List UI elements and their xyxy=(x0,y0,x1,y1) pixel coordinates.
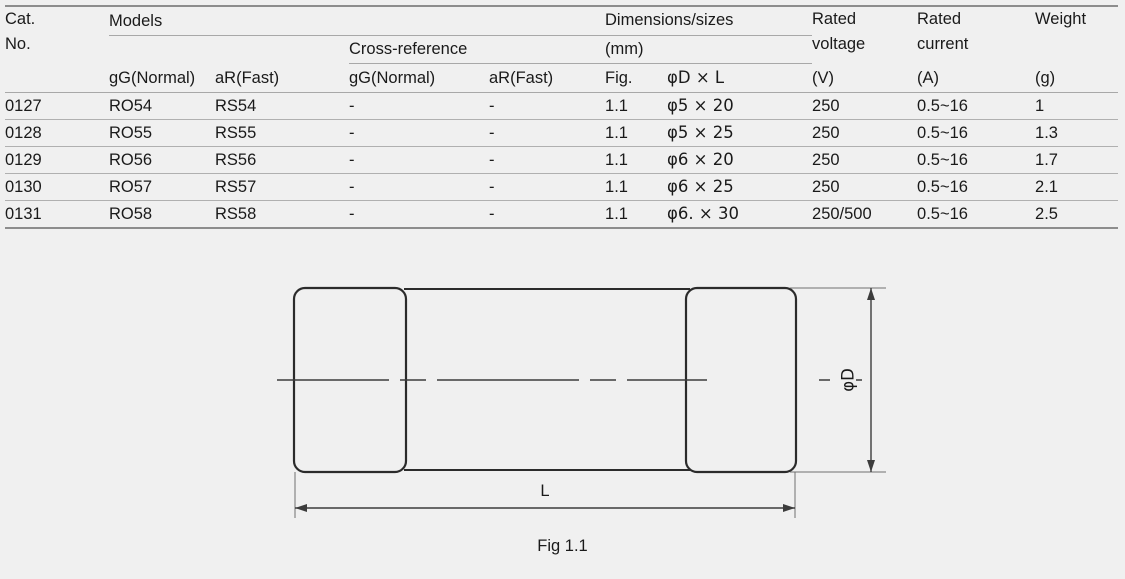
header-rated-voltage-line2: voltage xyxy=(812,34,866,53)
cell-cat-no: 0131 xyxy=(5,200,109,229)
cell-fig: 1.1 xyxy=(605,200,668,229)
header-models-group: Models xyxy=(109,6,606,36)
fuse-technical-drawing: φD L xyxy=(277,286,886,518)
header-xref-gg: gG(Normal) xyxy=(349,68,436,87)
table-row: 0129 RO56 RS56 - - 1.1 φ6 × 20 250 0.5~1… xyxy=(5,146,1119,174)
cell-models-ar: RS58 xyxy=(215,200,349,229)
header-rated-current-unit: (A) xyxy=(917,68,940,87)
table-row: 0128 RO55 RS55 - - 1.1 φ5 × 25 250 0.5~1… xyxy=(5,119,1119,147)
cell-fig: 1.1 xyxy=(605,173,668,201)
cell-dimension: φ5 × 20 xyxy=(667,92,813,120)
header-models-ar: aR(Fast) xyxy=(215,68,280,87)
cell-fig: 1.1 xyxy=(605,119,668,147)
header-weight-unit: (g) xyxy=(1035,68,1056,87)
cell-weight: 2.1 xyxy=(1035,173,1119,201)
header-rated-current: Rated current xyxy=(917,6,1035,64)
cell-weight: 1.7 xyxy=(1035,146,1119,174)
cell-cat-no: 0128 xyxy=(5,119,109,147)
header-cross-reference-group: Cross-reference xyxy=(349,35,606,64)
cell-weight: 1 xyxy=(1035,92,1119,120)
header-dimensions-line1: Dimensions/sizes xyxy=(605,11,734,30)
cell-cat-no: 0130 xyxy=(5,173,109,201)
header-rated-voltage-unit: (V) xyxy=(812,68,835,87)
cell-dimension: φ6. × 30 xyxy=(667,200,813,229)
cell-dimension: φ5 × 25 xyxy=(667,119,813,147)
length-extension-lines xyxy=(294,472,796,518)
cell-fig: 1.1 xyxy=(605,92,668,120)
table-header-row-1: Cat. No. Models Dimensions/sizes Rated v… xyxy=(5,6,1118,52)
header-dimensions-unit: (mm) xyxy=(605,35,813,64)
cell-weight: 1.3 xyxy=(1035,119,1119,147)
cell-xref-ar: - xyxy=(489,200,606,229)
fuse-drawing-figure: φD L Fig 1.1 xyxy=(0,258,1125,579)
cell-cat-no: 0129 xyxy=(5,146,109,174)
header-dim-diameter-by-length: φD × L xyxy=(667,67,725,87)
header-rated-current-line2: current xyxy=(917,34,969,53)
header-cat-no-line2: No. xyxy=(5,34,31,53)
diameter-label: φD xyxy=(839,368,858,392)
cell-rated-voltage: 250 xyxy=(812,119,918,147)
cell-models-gg: RO57 xyxy=(109,173,215,201)
cell-xref-gg: - xyxy=(349,200,489,229)
diameter-extension-lines xyxy=(790,287,886,473)
cell-fig: 1.1 xyxy=(605,146,668,174)
header-cat-no-spacer xyxy=(5,64,109,93)
cell-cat-no: 0127 xyxy=(5,92,109,120)
cell-dimension: φ6 × 20 xyxy=(667,146,813,174)
table-row: 0127 RO54 RS54 - - 1.1 φ5 × 20 250 0.5~1… xyxy=(5,92,1119,120)
header-dimensions-group: Dimensions/sizes xyxy=(605,6,813,36)
cell-rated-current: 0.5~16 xyxy=(917,173,1036,201)
cell-xref-gg: - xyxy=(349,146,489,174)
cell-rated-voltage: 250 xyxy=(812,92,918,120)
cell-xref-ar: - xyxy=(489,173,606,201)
cell-models-ar: RS57 xyxy=(215,173,349,201)
cell-weight: 2.5 xyxy=(1035,200,1119,229)
header-models-gg: gG(Normal) xyxy=(109,68,196,87)
fuse-body xyxy=(404,288,690,471)
header-cat-no: Cat. No. xyxy=(5,6,109,64)
header-models-spacer xyxy=(109,36,349,64)
cell-xref-gg: - xyxy=(349,92,489,120)
diameter-dimension-line xyxy=(867,288,875,472)
cell-rated-current: 0.5~16 xyxy=(917,200,1036,229)
cell-rated-current: 0.5~16 xyxy=(917,119,1036,147)
fuse-spec-table: Cat. No. Models Dimensions/sizes Rated v… xyxy=(5,5,1119,229)
table-header-row-3: gG(Normal) aR(Fast) gG(Normal) aR(Fast) … xyxy=(5,64,1119,93)
cell-models-gg: RO55 xyxy=(109,119,215,147)
header-cat-no-line1: Cat. xyxy=(5,10,36,28)
header-rated-current-line1: Rated xyxy=(917,10,962,28)
header-xref-ar: aR(Fast) xyxy=(489,68,554,87)
header-weight-line1: Weight xyxy=(1035,10,1087,28)
cell-models-ar: RS54 xyxy=(215,92,349,120)
cell-xref-ar: - xyxy=(489,92,606,120)
cell-models-gg: RO54 xyxy=(109,92,215,120)
cell-models-gg: RO58 xyxy=(109,200,215,229)
cell-models-gg: RO56 xyxy=(109,146,215,174)
header-rated-voltage: Rated voltage xyxy=(812,6,917,64)
table-row: 0130 RO57 RS57 - - 1.1 φ6 × 25 250 0.5~1… xyxy=(5,173,1119,201)
header-rated-voltage-line1: Rated xyxy=(812,10,857,28)
cell-models-ar: RS55 xyxy=(215,119,349,147)
length-dimension-line xyxy=(295,504,795,512)
cell-xref-ar: - xyxy=(489,146,606,174)
header-weight: Weight xyxy=(1035,6,1118,64)
header-fig: Fig. xyxy=(605,68,633,87)
table-header-row-2: Cross-reference (mm) xyxy=(5,35,1118,64)
cell-models-ar: RS56 xyxy=(215,146,349,174)
table-row: 0131 RO58 RS58 - - 1.1 φ6. × 30 250/500 … xyxy=(5,200,1119,229)
cell-rated-voltage: 250/500 xyxy=(812,200,918,229)
figure-caption: Fig 1.1 xyxy=(537,537,588,555)
cell-xref-gg: - xyxy=(349,173,489,201)
cell-rated-current: 0.5~16 xyxy=(917,92,1036,120)
length-label: L xyxy=(540,482,549,500)
cell-rated-voltage: 250 xyxy=(812,146,918,174)
cell-dimension: φ6 × 25 xyxy=(667,173,813,201)
cell-rated-current: 0.5~16 xyxy=(917,146,1036,174)
cell-xref-ar: - xyxy=(489,119,606,147)
cell-xref-gg: - xyxy=(349,119,489,147)
cell-rated-voltage: 250 xyxy=(812,173,918,201)
